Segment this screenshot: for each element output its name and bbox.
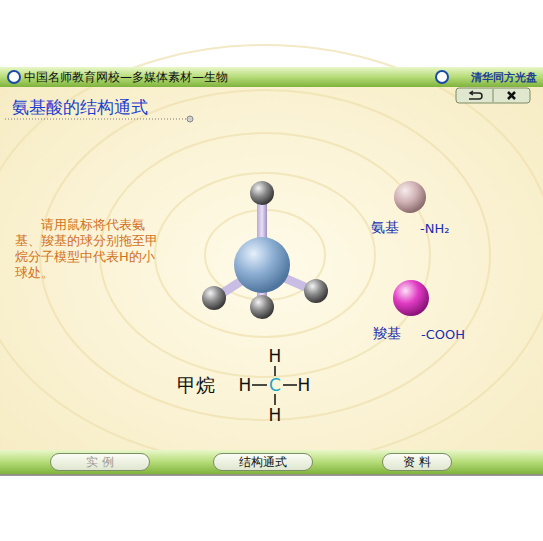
molecule-name: 甲烷	[177, 373, 215, 399]
instruction-text: 请用鼠标将代表氨基、羧基的球分别拖至甲烷分子模型中代表H的小球处。	[15, 217, 165, 281]
atom-symbol: H	[298, 375, 311, 395]
atom-symbol: H	[239, 375, 252, 395]
page-title: 氨基酸的结构通式	[12, 96, 148, 119]
app-title: 中国名师教育网校—多媒体素材—生物	[24, 69, 228, 86]
publisher-logo: 清华同方光盘	[471, 70, 537, 85]
header-bar: 中国名师教育网校—多媒体素材—生物 清华同方光盘	[0, 67, 543, 87]
button-label: 结构通式	[239, 454, 287, 471]
button-label: 资 料	[403, 454, 431, 471]
group-name: 羧基	[373, 325, 401, 343]
atom-symbol: C	[269, 375, 281, 395]
group-name: 氨基	[371, 219, 399, 237]
chemical-formula: -COOH	[421, 327, 465, 342]
menu-button: 结构通式	[213, 453, 313, 471]
atom-symbol: H	[269, 346, 282, 366]
menu-button: 实 例	[50, 453, 150, 471]
atom-symbol: H	[269, 405, 282, 425]
menu-button: 资 料	[382, 453, 452, 471]
button-label: 实 例	[86, 454, 114, 471]
chemical-formula: -NH₂	[420, 221, 449, 236]
